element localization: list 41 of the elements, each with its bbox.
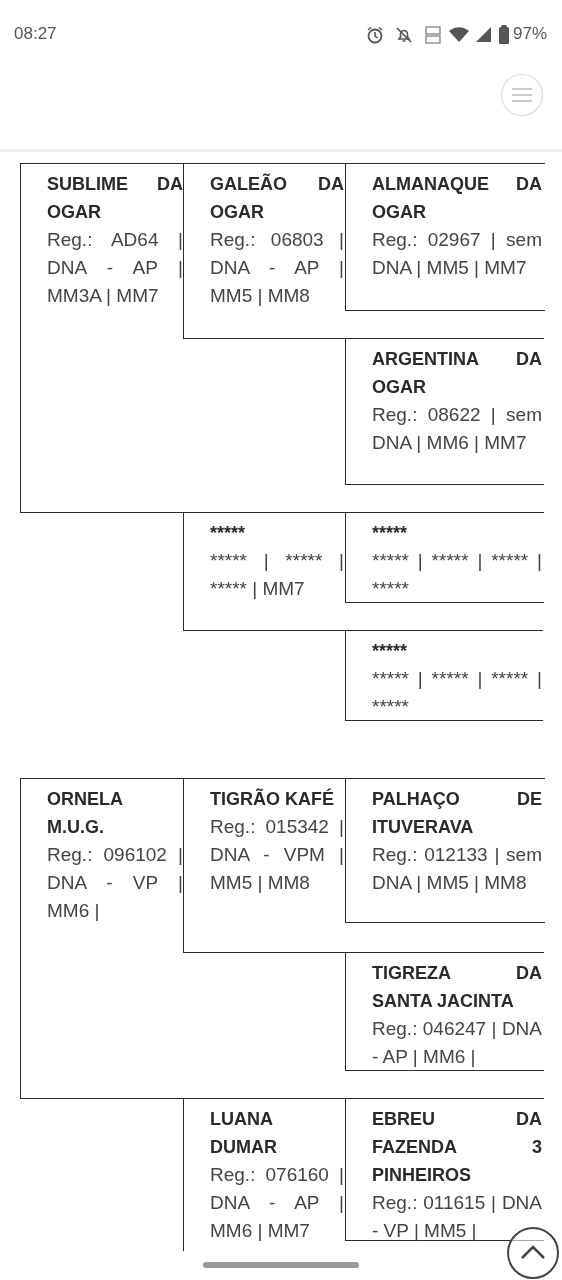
registry-details: Reg.: 011615 | DNA - VP | MM5 | [372,1191,542,1243]
registry-details: Reg.: AD64 | DNA - AP | MM3A | MM7 [47,228,183,308]
registry-details: Reg.: 012133 | sem DNA | MM5 | MM8 [372,843,542,895]
pedigree-cell [345,952,544,1071]
horse-name: EBREU DA FAZENDA 3 PINHEIROS [372,1108,542,1187]
time-text: 08:27 [14,24,57,44]
pedigree-cell [183,778,544,953]
pedigree-cell [183,512,543,631]
registry-details: Reg.: 015342 | DNA - VPM | MM5 | MM8 [210,815,344,895]
pedigree-cell [345,512,544,603]
registry-details: ***** | ***** | ***** | MM7 [210,549,344,601]
registry-details: Reg.: 02967 | sem DNA | MM5 | MM7 [372,228,542,280]
horse-name: ORNELA M.U.G. [47,788,124,839]
horse-name: ARGENTINA DA OGAR [372,348,542,399]
registry-details: ***** | ***** | ***** | ***** [372,549,542,601]
horse-name: SUBLIME DA OGAR [47,173,183,224]
pedigree-cell [345,1098,544,1241]
pedigree-cell [183,163,544,339]
horse-name: ***** [372,640,409,663]
pedigree-cell [20,163,543,513]
registry-details: Reg.: 06803 | DNA - AP | MM5 | MM8 [210,228,344,308]
pedigree-cell [345,778,545,923]
horse-name: LUANA DUMAR [210,1108,278,1159]
pedigree-cell [20,778,543,1099]
registry-details: Reg.: 076160 | DNA - AP | MM6 | MM7 [210,1163,344,1243]
horse-name: TIGREZA DA SANTA JACINTA [372,962,542,1013]
battery-percent: 97% [513,24,548,44]
pedigree-cell [345,338,544,485]
pedigree-cell [345,163,545,311]
horse-name: TIGRÃO KAFÉ [210,787,335,811]
registry-details: Reg.: 096102 | DNA - VP | MM6 | [47,843,183,923]
horse-name: GALEÃO DA OGAR [210,172,344,224]
pedigree-cell [345,630,543,721]
pedigree-cell [183,1098,543,1251]
horse-name: ***** [372,522,409,545]
horse-name: ***** [210,522,247,545]
registry-details: ***** | ***** | ***** | ***** [372,667,542,719]
registry-details: Reg.: 046247 | DNA - AP | MM6 | [372,1017,542,1069]
horse-name: ALMANAQUE DA OGAR [372,173,542,224]
horse-name: PALHAÇO DE ITUVERAVA [372,788,542,839]
registry-details: Reg.: 08622 | sem DNA | MM6 | MM7 [372,403,542,455]
